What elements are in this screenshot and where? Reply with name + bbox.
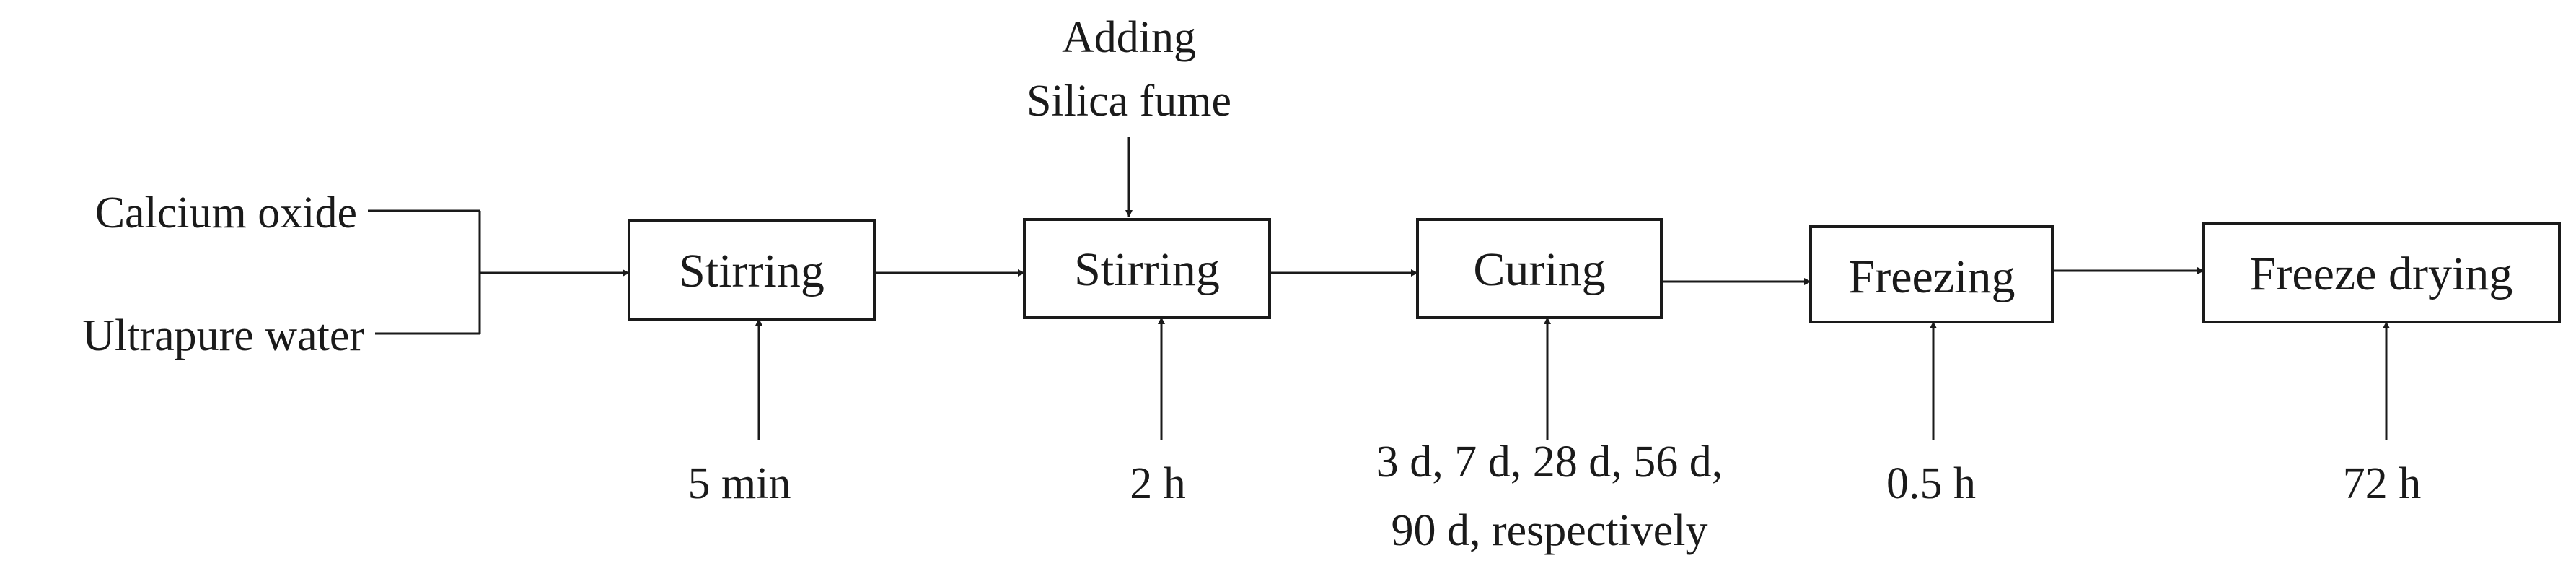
- step-label-freezing: Freezing: [1849, 251, 2015, 303]
- step-box-curing: [1416, 218, 1663, 319]
- input-bracket: [368, 209, 481, 335]
- step-label-curing: Curing: [1473, 243, 1605, 296]
- input-calcium-oxide: Calcium oxide: [95, 188, 357, 238]
- condition-0-5-h: 0.5 h: [1886, 459, 1976, 508]
- condition-5-min: 5 min: [688, 459, 791, 508]
- additive-adding: Adding: [1062, 13, 1196, 62]
- condition-72-h: 72 h: [2343, 459, 2422, 508]
- input-ultrapure-water: Ultrapure water: [82, 311, 364, 360]
- step-label-stirring-2: Stirring: [1074, 243, 1220, 296]
- step-box-freeze-drying: [2202, 222, 2561, 323]
- step-label-freeze-drying: Freeze drying: [2250, 248, 2513, 300]
- step-box-stirring-1: [628, 219, 876, 321]
- step-box-stirring-2: [1023, 218, 1271, 319]
- condition-2-h: 2 h: [1130, 459, 1186, 508]
- additive-silica-fume: Silica fume: [1027, 77, 1231, 126]
- condition-curing-days: 3 d, 7 d, 28 d, 56 d,: [1376, 437, 1723, 487]
- condition-curing-respectively: 90 d, respectively: [1391, 506, 1707, 555]
- step-box-freezing: [1809, 225, 2054, 323]
- step-label-stirring-1: Stirring: [679, 245, 825, 297]
